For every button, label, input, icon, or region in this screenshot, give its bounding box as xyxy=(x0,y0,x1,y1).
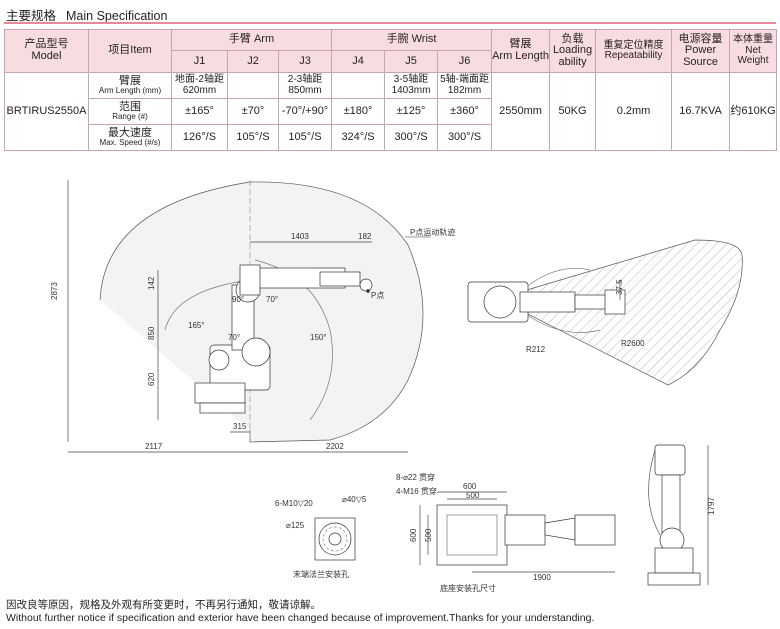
angle-150: 150° xyxy=(310,333,327,342)
joint-j5: J5 xyxy=(384,50,439,73)
dim-142: 142 xyxy=(147,276,156,290)
top-view: 37.5 R212 R2600 xyxy=(467,239,743,386)
cell-speed-j1: 126°/S xyxy=(171,124,228,151)
dim-37-5: 37.5 xyxy=(615,279,624,295)
model-value: BRTIRUS2550A xyxy=(4,72,89,151)
repeatability-value: 0.2mm xyxy=(595,72,673,151)
base-holes-4: 4-M16 贯穿 xyxy=(396,486,437,496)
work-envelope-outer xyxy=(99,181,424,443)
note-en: Without further notice if specification … xyxy=(6,612,595,624)
radius-2600: R2600 xyxy=(621,339,645,348)
dim-2873: 2873 xyxy=(50,282,59,300)
dim-1403: 1403 xyxy=(291,232,309,241)
angle-165: 165° xyxy=(188,321,205,330)
base-view: 8-⌀22 贯穿 4-M16 贯穿 600 500 600 500 1900 底… xyxy=(396,472,616,593)
joint-j2: J2 xyxy=(227,50,279,73)
spec-header: 主要规格 Main Specification xyxy=(6,5,167,24)
title-en: Main Specification xyxy=(66,9,168,23)
joint-j1: J1 xyxy=(171,50,228,73)
cell-range-j2: ±70° xyxy=(227,98,279,125)
dim-2202: 2202 xyxy=(326,442,344,451)
base-dim-500a: 500 xyxy=(466,491,480,500)
wrist-group-header: 手腕 Wrist xyxy=(331,29,493,51)
dim-1797: 1797 xyxy=(707,497,716,515)
cell-arm-j4 xyxy=(331,72,386,99)
cell-range-j3: -70°/+90° xyxy=(277,98,333,125)
cell-speed-j4: 324°/S xyxy=(331,124,386,151)
front-view xyxy=(647,444,701,586)
cell-range-j1: ±165° xyxy=(171,98,228,125)
dim-315: 315 xyxy=(233,422,247,431)
joint-j3: J3 xyxy=(277,50,333,73)
technical-drawing: 2873 1403 182 142 850 620 315 2117 2202 … xyxy=(50,180,743,593)
top-work-area xyxy=(519,239,743,386)
base-dim-600a: 600 xyxy=(463,482,477,491)
cell-arm-j2 xyxy=(227,72,279,99)
base-dim-500b: 500 xyxy=(424,528,433,542)
arm-length-value: 2550mm xyxy=(491,72,551,151)
cell-speed-j2: 105°/S xyxy=(227,124,279,151)
cell-speed-j3: 105°/S xyxy=(277,124,333,151)
angle-70a: 70° xyxy=(228,333,240,342)
item-header: 项目Item xyxy=(88,29,172,73)
angle-70b: 70° xyxy=(266,295,278,304)
p-point-label: P点 xyxy=(371,291,384,300)
dim-182: 182 xyxy=(358,232,372,241)
dim-2117: 2117 xyxy=(145,442,163,451)
cell-range-j5: ±125° xyxy=(384,98,439,125)
p-track-label: P点运动轨迹 xyxy=(410,227,455,237)
cell-speed-j6: 300°/S xyxy=(437,124,493,151)
header-rule xyxy=(4,22,776,24)
note-cn: 因改良等原因，规格及外观有所变更时，不再另行通知，敬请谅解。 xyxy=(6,599,321,611)
cell-speed-j5: 300°/S xyxy=(384,124,439,151)
base-dim-600b: 600 xyxy=(409,528,418,542)
base-holes-8: 8-⌀22 贯穿 xyxy=(396,472,435,482)
dim-620: 620 xyxy=(147,372,156,386)
weight-value: 约610KG xyxy=(729,72,778,151)
flange-caption: 末端法兰安装孔 xyxy=(293,569,349,579)
robot-side xyxy=(194,264,373,414)
base-dim-1900: 1900 xyxy=(533,573,551,582)
flange-view: 6-M10▽20 ⌀40▽5 ⌀125 末端法兰安装孔 xyxy=(275,495,367,579)
flange-phi40: ⌀40▽5 xyxy=(342,495,367,504)
side-view: 2873 1403 182 142 850 620 315 2117 2202 … xyxy=(50,180,455,453)
dim-850: 850 xyxy=(147,326,156,340)
angle-90: 90° xyxy=(232,295,244,304)
cell-range-j4: ±180° xyxy=(331,98,386,125)
joint-j6: J6 xyxy=(437,50,493,73)
flange-m10: 6-M10▽20 xyxy=(275,499,313,508)
flange-phi125: ⌀125 xyxy=(286,521,305,530)
loading-value: 50KG xyxy=(549,72,597,151)
title-cn: 主要规格 xyxy=(6,9,57,23)
joint-j4: J4 xyxy=(331,50,386,73)
arm-group-header: 手臂 Arm xyxy=(170,29,333,51)
cell-range-j6: ±360° xyxy=(437,98,493,125)
radius-212: R212 xyxy=(526,345,546,354)
base-caption: 底座安装孔尺寸 xyxy=(440,583,496,593)
power-value: 16.7KVA xyxy=(671,72,731,151)
